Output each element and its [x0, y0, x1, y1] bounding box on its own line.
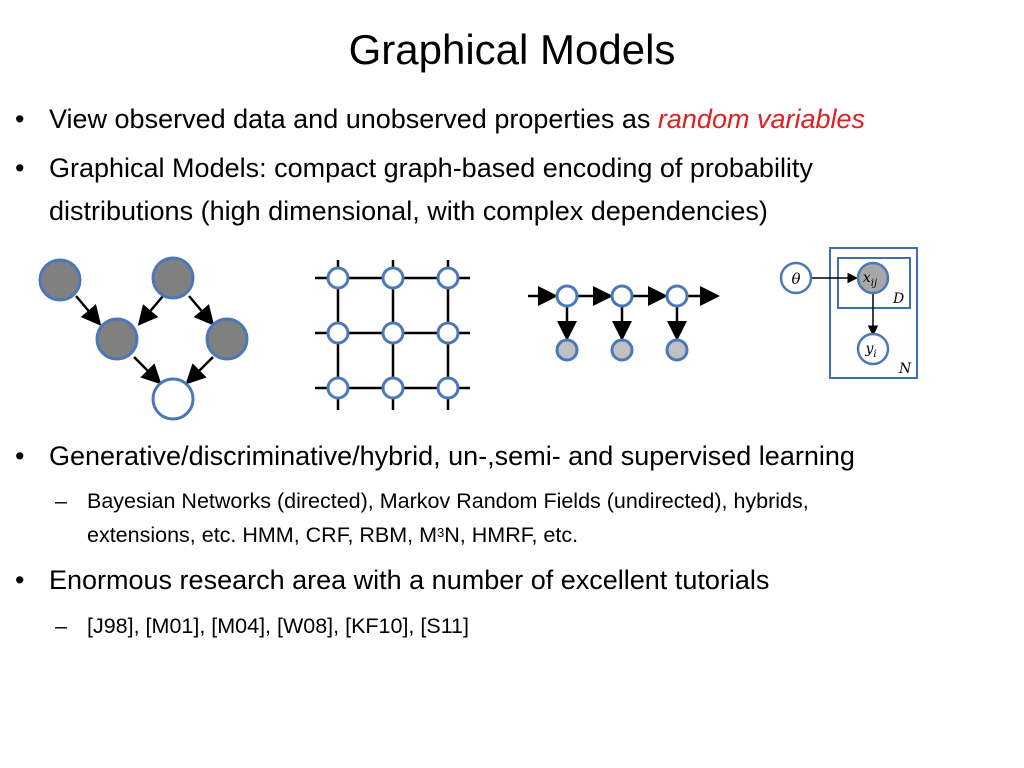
bullet-symbol: •: [15, 104, 25, 134]
outer-plate-label: N: [898, 361, 912, 377]
inner-plate-label: D: [892, 291, 904, 307]
bullet-text: Enormous research area with a number of …: [49, 565, 770, 595]
slide-title: Graphical Models: [348, 26, 676, 73]
node-observed: [38, 258, 82, 302]
sub-bullet-line-2: extensions, etc. HMM, CRF, RBM, M3N, HMR…: [87, 523, 579, 547]
grid-node: [436, 321, 460, 345]
grid-node: [381, 376, 405, 400]
grid-node: [381, 321, 405, 345]
sub-bullet-symbol: –: [55, 614, 67, 638]
observation-node: [665, 338, 689, 362]
sub-bullet-symbol: –: [55, 489, 67, 513]
edge: [185, 356, 214, 385]
bullet-text: Generative/discriminative/hybrid, un-,se…: [49, 441, 855, 471]
inner-plate: [837, 257, 911, 309]
bullet-symbol: •: [15, 565, 25, 595]
edge: [75, 295, 102, 326]
bullet-graphical-models: • Graphical Models: compact graph-based …: [15, 147, 813, 233]
node-observed: [205, 317, 249, 361]
hidden-state-node: [610, 284, 634, 308]
grid-node: [326, 376, 350, 400]
sub-bullet-references: – [J98], [M01], [M04], [W08], [KF10], [S…: [55, 609, 469, 643]
hidden-state-node: [555, 284, 579, 308]
bullet-random-variables: • View observed data and unobserved prop…: [15, 98, 866, 141]
y-label: yi: [864, 341, 876, 360]
node-observed: [95, 317, 139, 361]
bullet-text: View observed data and unobserved proper…: [49, 104, 658, 134]
emphasis-text: random variables: [657, 104, 866, 134]
x-label: xij: [863, 270, 877, 289]
y-node: [856, 332, 890, 366]
grid-node: [381, 266, 405, 290]
bullet-symbol: •: [15, 153, 25, 183]
sub-bullet-line-1: Bayesian Networks (directed), Markov Ran…: [87, 489, 809, 513]
grid-node: [326, 266, 350, 290]
plate-notation-diagram: θ xij yi D N: [779, 247, 918, 379]
grid-node: [326, 321, 350, 345]
bullet-line-1: Graphical Models: compact graph-based en…: [49, 153, 813, 183]
theta-node: [779, 261, 813, 295]
bullet-learning-types: • Generative/discriminative/hybrid, un-,…: [15, 435, 855, 478]
x-node: [856, 261, 890, 295]
bullet-line-2: distributions (high dimensional, with co…: [49, 196, 768, 226]
outer-plate: [829, 247, 918, 379]
grid-node: [436, 266, 460, 290]
bullet-symbol: •: [15, 441, 25, 471]
edge: [137, 295, 164, 326]
hidden-state-node: [665, 284, 689, 308]
observation-node: [610, 338, 634, 362]
directed-graph-diagram: [38, 256, 249, 421]
theta-label: θ: [791, 270, 800, 288]
grid-mrf-diagram: [315, 260, 470, 410]
references-text: [J98], [M01], [M04], [W08], [KF10], [S11…: [87, 614, 469, 638]
node-observed: [151, 256, 195, 300]
edge: [188, 295, 215, 326]
edge: [133, 356, 162, 385]
sub-bullet-model-types: – Bayesian Networks (directed), Markov R…: [55, 484, 809, 552]
bullet-research-area: • Enormous research area with a number o…: [15, 559, 770, 602]
observation-node: [555, 338, 579, 362]
node-hidden: [151, 377, 195, 421]
hmm-chain-diagram: [528, 284, 720, 362]
grid-node: [436, 376, 460, 400]
